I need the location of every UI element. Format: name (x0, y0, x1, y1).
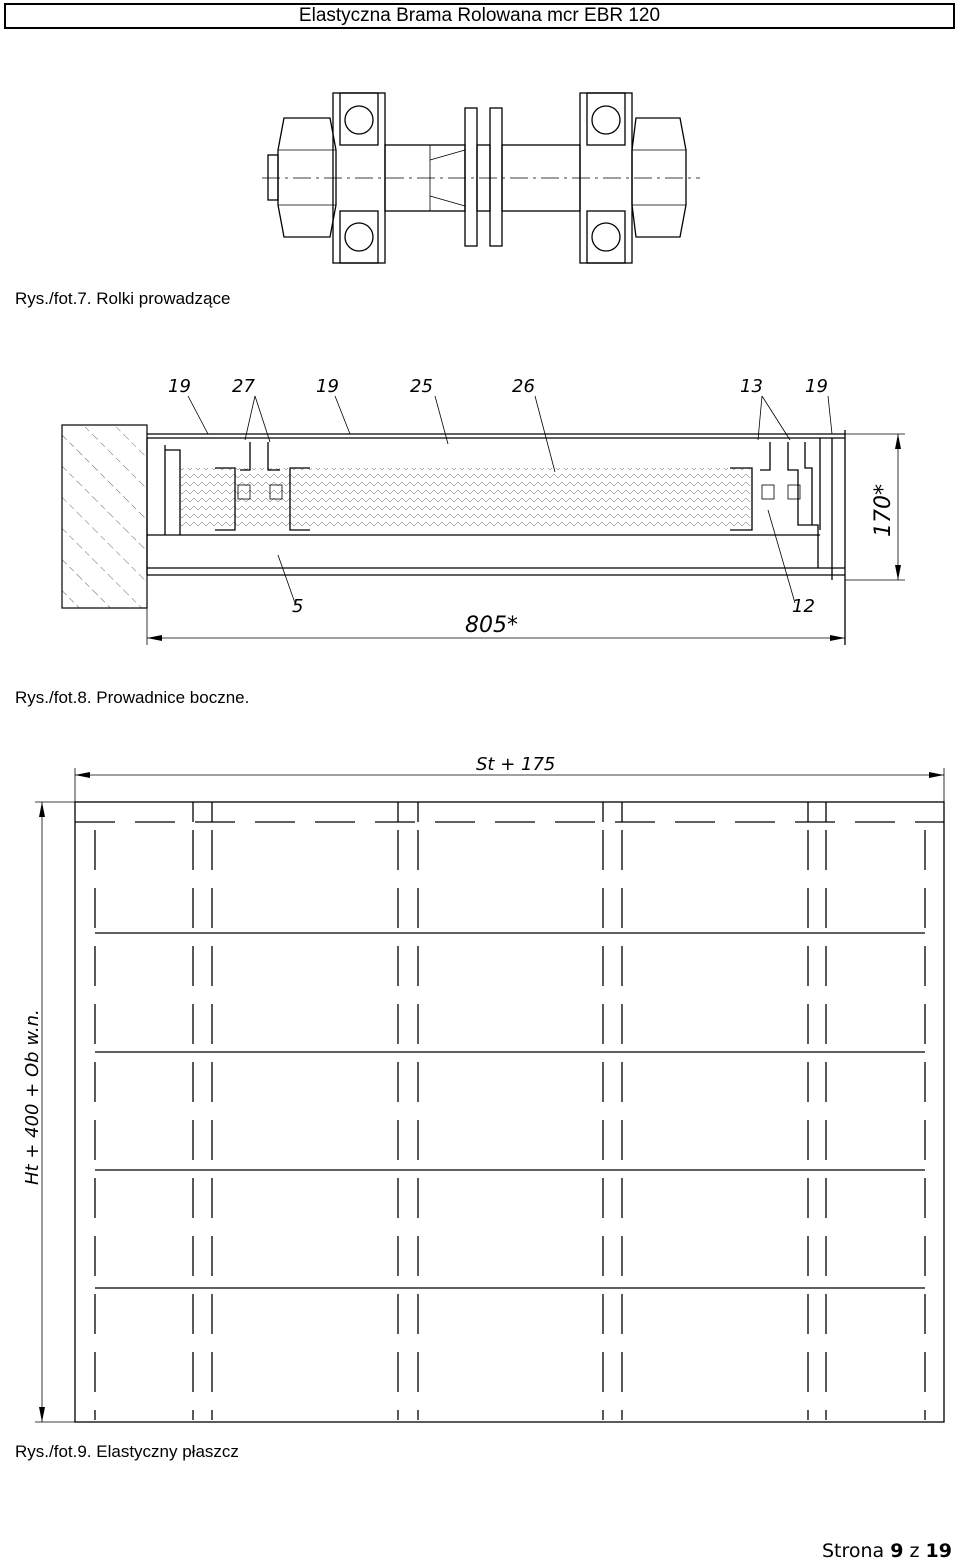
side-guides-drawing: 19 27 19 25 26 13 19 5 12 805* 170* (61, 376, 905, 645)
figure-9-caption: Rys./fot.9. Elastyczny płaszcz (15, 1442, 239, 1461)
dimension-width-805: 805* (465, 613, 518, 638)
label-27: 27 (232, 376, 255, 397)
label-26: 26 (512, 376, 535, 397)
guide-rollers-drawing (262, 92, 700, 264)
page-footer: Strona 9 z 19 (822, 1540, 952, 1562)
document-title: Elastyczna Brama Rolowana mcr EBR 120 (298, 5, 661, 26)
footer-total-pages: 19 (925, 1540, 952, 1562)
label-19-b: 19 (316, 376, 339, 397)
footer-separator: z (909, 1540, 920, 1562)
label-12: 12 (792, 596, 815, 617)
dimension-width-st-175: St + 175 (476, 754, 555, 775)
label-13: 13 (740, 376, 763, 397)
footer-prefix: Strona (821, 1540, 885, 1562)
label-25: 25 (410, 376, 433, 397)
label-5: 5 (292, 596, 303, 617)
page-header: Elastyczna Brama Rolowana mcr EBR 120 (4, 3, 955, 29)
label-19-a: 19 (168, 376, 191, 397)
figure-8-caption: Rys./fot.8. Prowadnice boczne. (15, 688, 250, 707)
dimension-height-170: 170* (871, 484, 896, 537)
label-19-c: 19 (805, 376, 828, 397)
dimension-height-ht-400-ob: Ht + 400 + Ob w.n. (22, 1009, 43, 1185)
footer-page-number: 9 (890, 1540, 904, 1562)
figure-7-caption: Rys./fot.7. Rolki prowadzące (15, 289, 231, 308)
